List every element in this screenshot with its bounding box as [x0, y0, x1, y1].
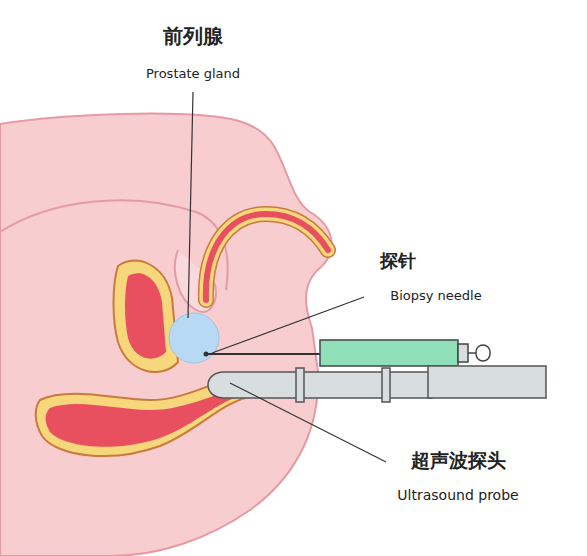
- label-holder: 前列腺: [163, 24, 223, 48]
- urethra-wall: [206, 214, 328, 300]
- label-holder: Prostate gland: [146, 66, 240, 82]
- probe-band: [382, 368, 390, 402]
- leader-line: [230, 383, 386, 462]
- part-name-zh: 超声波探头: [411, 449, 506, 472]
- probe-shaft: [208, 372, 432, 398]
- prostate-gland: [169, 313, 219, 363]
- part-name-en: Ultrasound probe: [397, 487, 518, 504]
- leader-line: [212, 297, 364, 353]
- plunger-ring: [476, 345, 490, 361]
- needle-gun-end: [458, 344, 468, 362]
- part-name-en: Prostate gland: [146, 66, 240, 82]
- bladder-wall: [114, 261, 179, 372]
- plunger-rod: [468, 352, 476, 354]
- biopsy-needle: [206, 353, 322, 355]
- bladder-inner: [125, 273, 166, 358]
- body-outline: [0, 113, 332, 556]
- needle-tip: [204, 352, 209, 357]
- label-holder: Ultrasound probe: [397, 487, 518, 504]
- probe-band: [296, 368, 304, 402]
- part-name-zh: 前列腺: [163, 24, 223, 48]
- needle-gun: [320, 340, 458, 366]
- label-holder: 超声波探头: [411, 449, 506, 472]
- label-holder: 探针: [380, 250, 416, 272]
- probe-handle: [428, 366, 546, 398]
- urethra-yellow: [206, 214, 328, 300]
- part-name-zh: 探针: [380, 250, 416, 272]
- part-name-en: Biopsy needle: [390, 288, 481, 304]
- leader-line: [188, 92, 193, 318]
- urethra-inner: [206, 214, 328, 300]
- label-holder: Biopsy needle: [390, 288, 481, 304]
